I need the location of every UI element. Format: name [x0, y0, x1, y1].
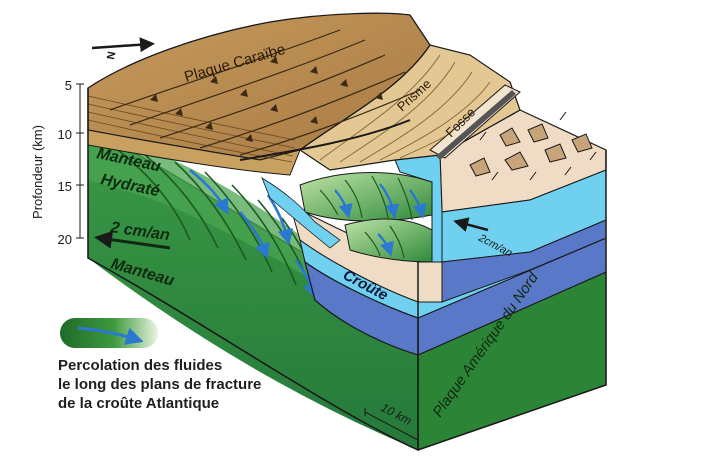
depth-tick-5: 5	[65, 78, 72, 93]
depth-axis-label: Profondeur (km)	[30, 125, 45, 219]
crust-fracture-lines	[319, 175, 413, 259]
oceanic-fault-ticks	[479, 111, 597, 181]
legend-line-3: de la croûte Atlantique	[58, 395, 220, 412]
mantle-fracture-lines	[117, 149, 331, 313]
trench-water-layer	[394, 154, 443, 263]
block-outline	[87, 88, 607, 451]
depth-axis: 5 10 15 20 Profondeur (km)	[30, 78, 84, 247]
hydrated-crust-lens-1	[299, 172, 433, 222]
thrust-teeth	[150, 56, 383, 142]
oceanic-fault-marks	[469, 123, 593, 177]
rate-arrow-left: 2 cm/an	[94, 219, 171, 250]
caribbean-plate-front	[87, 88, 301, 176]
depth-tick-10: 10	[58, 127, 72, 142]
north-arrow: N	[91, 37, 155, 61]
legend-swatch	[60, 318, 158, 348]
depth-tick-15: 15	[58, 179, 72, 194]
thrust-lines	[109, 29, 421, 156]
depth-tick-20: 20	[58, 232, 72, 247]
plate-boundary-line	[239, 119, 411, 161]
interface-water-channel	[261, 177, 341, 249]
north-arrow-label: N	[105, 51, 118, 61]
trench-band-dark	[436, 90, 516, 160]
legend-line-1: Percolation des fluides	[58, 357, 223, 374]
crust-fluid-arrows	[334, 183, 427, 257]
legend-text: Percolation des fluides le long des plan…	[58, 356, 348, 413]
legend-line-2: le long des plans de fracture	[58, 376, 262, 393]
